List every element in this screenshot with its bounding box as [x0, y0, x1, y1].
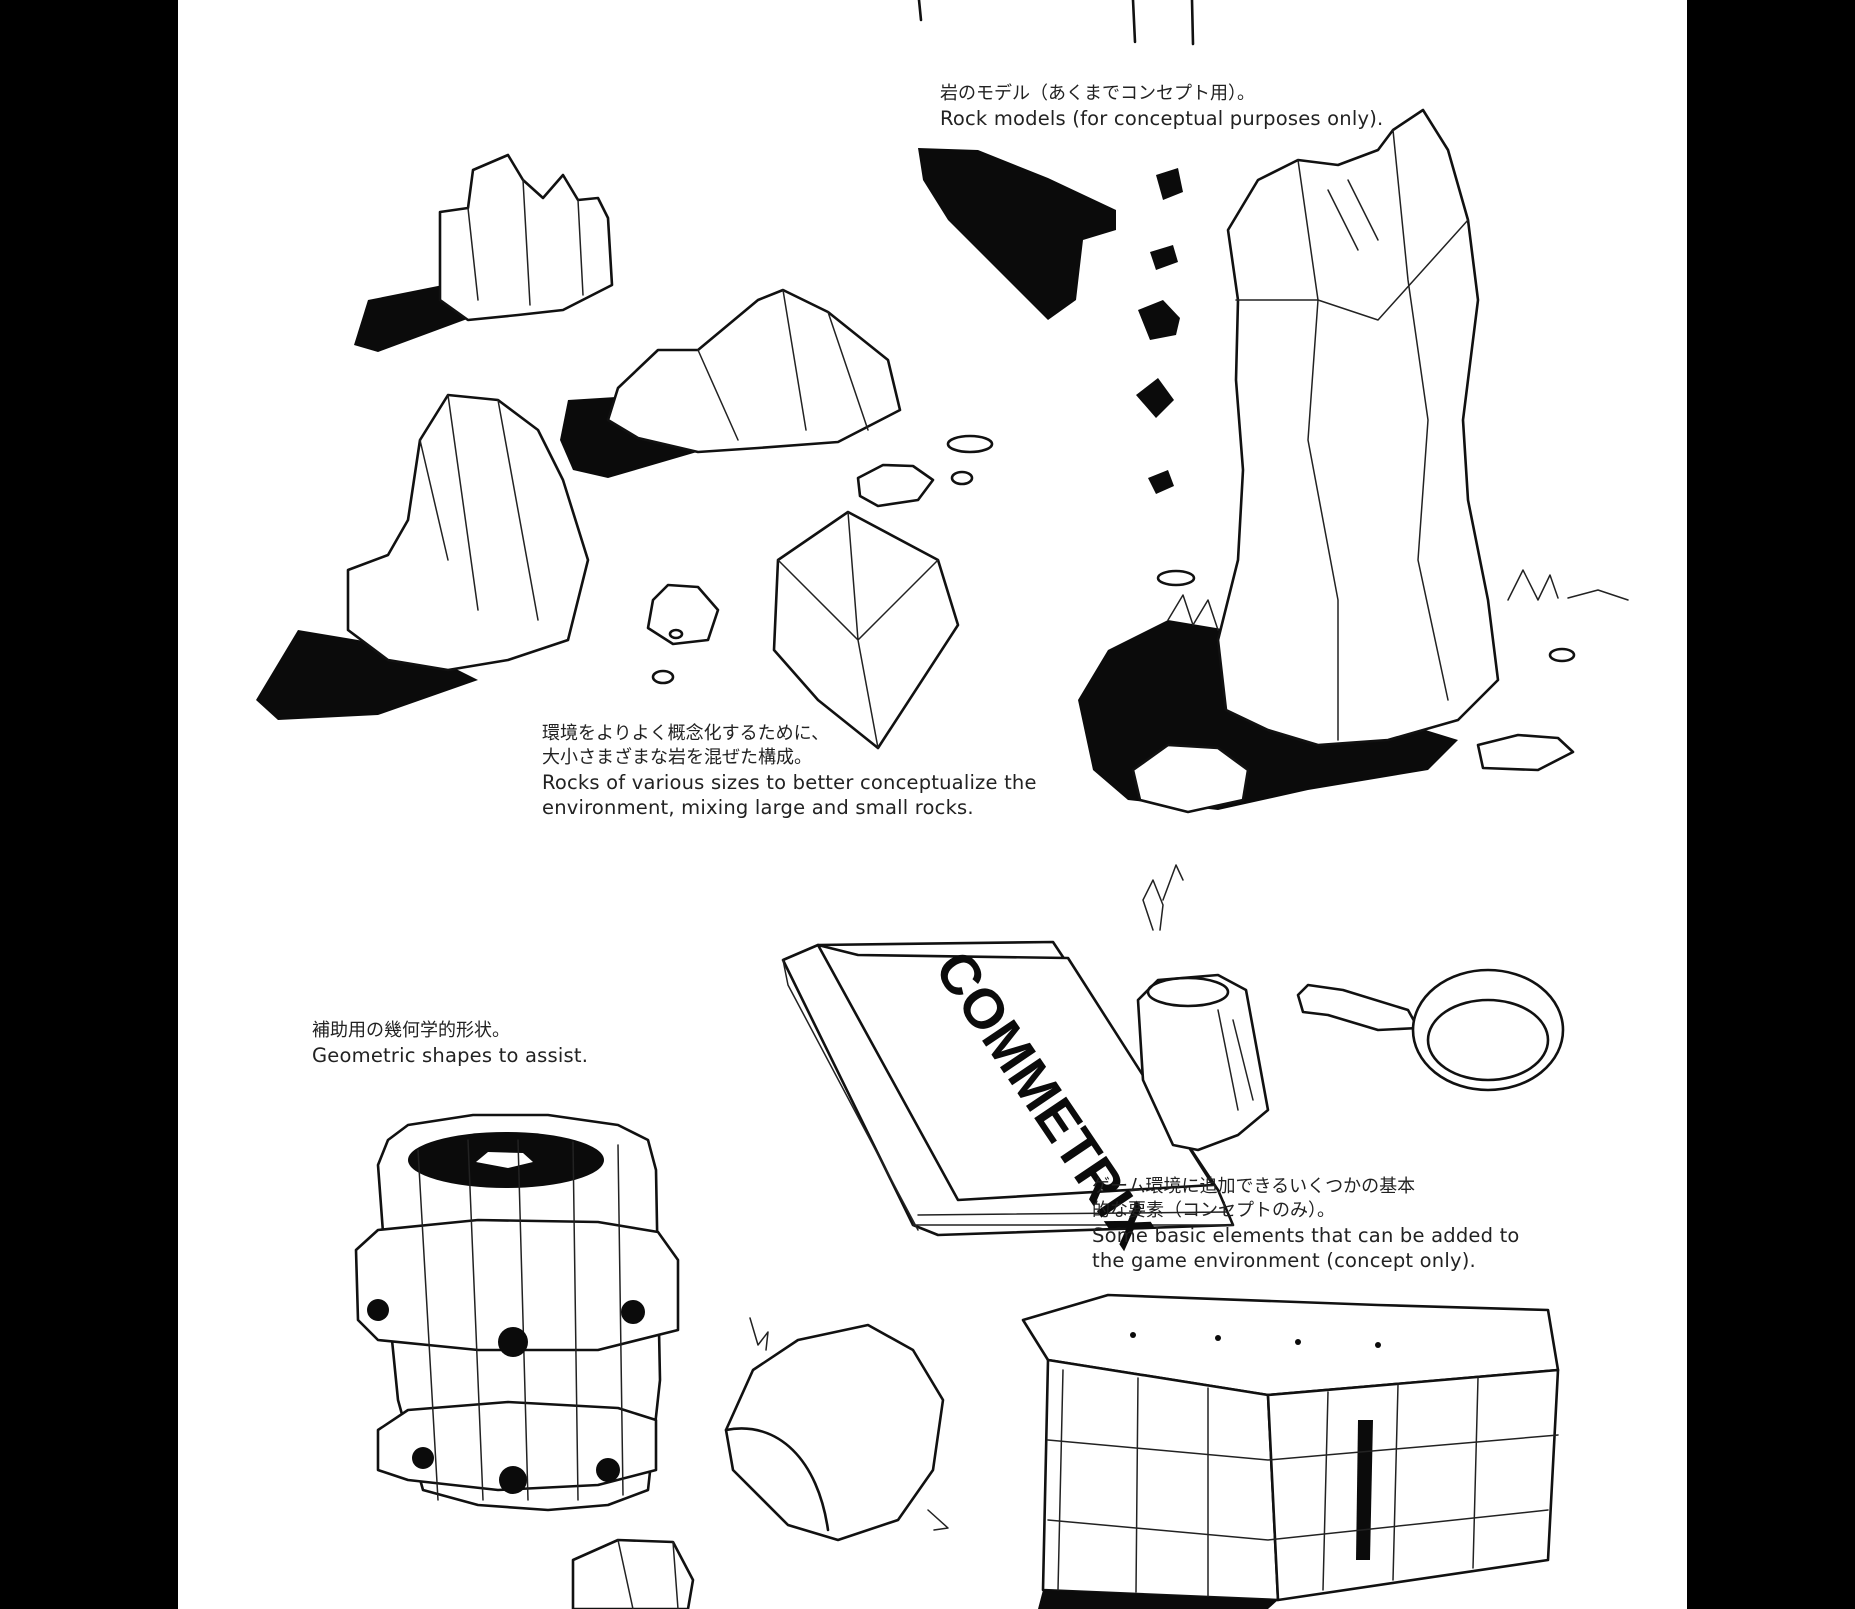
wooden-barrel — [354, 1113, 680, 1512]
rock-group — [256, 148, 1116, 750]
book: COMMETRIX — [781, 939, 1235, 1258]
note-basic-elements-jp-1: ゲーム環境に追加できるいくつかの基本 — [1092, 1176, 1416, 1197]
note-basic-elements-jp-2: 的な要素（コンセプトのみ）。 — [1092, 1199, 1335, 1221]
note-rock-sizes-jp-1: 環境をよりよく概念化するために、 — [542, 723, 830, 744]
note-rock-sizes-jp-2: 大小さまざまな岩を混ぜた構成。 — [542, 746, 812, 768]
cylinder-shape — [571, 1317, 949, 1609]
note-geometric-en: Geometric shapes to assist. — [312, 1043, 589, 1067]
falling-shards — [1136, 168, 1196, 587]
candle — [1136, 864, 1270, 1152]
note-geometric-jp: 補助用の幾何学的形状。 — [312, 1020, 510, 1041]
note-basic-elements: ゲーム環境に追加できるいくつかの基本 的な要素（コンセプトのみ）。 Some b… — [1092, 1175, 1520, 1274]
note-basic-elements-en-1: Some basic elements that can be added to — [1092, 1223, 1520, 1247]
sketch-artwork: COMMETRIX — [256, 0, 1629, 1609]
note-rock-models: 岩のモデル（あくまでコンセプト用）。 Rock models (for conc… — [940, 82, 1383, 131]
note-rock-sizes-en-1: Rocks of various sizes to better concept… — [542, 770, 1037, 794]
note-rock-sizes-en-2: environment, mixing large and small rock… — [542, 796, 974, 820]
note-rock-models-en: Rock models (for conceptual purposes onl… — [940, 106, 1384, 130]
note-rock-models-jp: 岩のモデル（あくまでコンセプト用）。 — [940, 83, 1255, 104]
frying-pan — [1296, 968, 1565, 1092]
wooden-crate — [1021, 1293, 1560, 1609]
note-rock-sizes: 環境をよりよく概念化するために、 大小さまざまな岩を混ぜた構成。 Rocks o… — [542, 722, 1037, 821]
concept-sheet: COMMETRIX — [178, 0, 1687, 1609]
top-strokes — [917, 0, 1195, 46]
tall-rock-pillar — [1078, 108, 1629, 814]
note-geometric: 補助用の幾何学的形状。 Geometric shapes to assist. — [312, 1019, 588, 1068]
note-basic-elements-en-2: the game environment (concept only). — [1092, 1249, 1476, 1273]
